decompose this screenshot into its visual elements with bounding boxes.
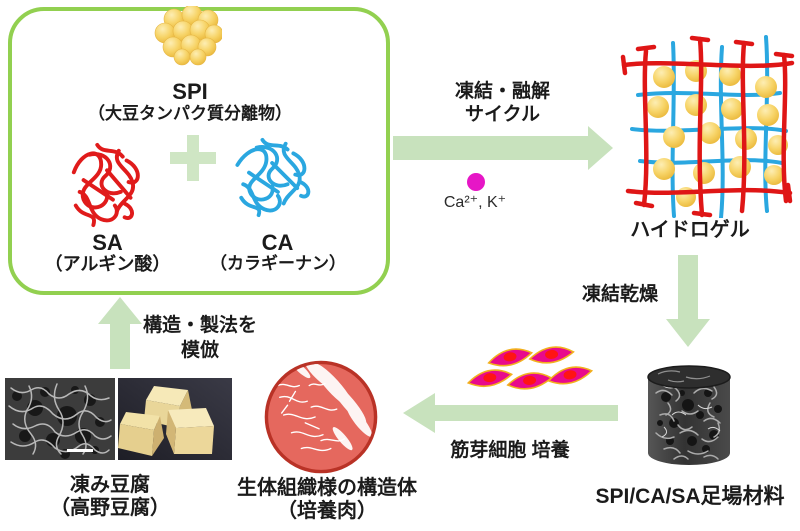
- petri-dish-icon: [264, 360, 378, 474]
- sa-label: SA: [92, 230, 123, 255]
- sa-network-icon: [71, 142, 140, 228]
- freeze-thaw-label-line2: サイクル: [464, 104, 541, 125]
- freeze-dry-label: 凍結乾燥: [581, 284, 658, 305]
- plus-icon: [170, 135, 216, 181]
- hydrogel-label: ハイドロゲル: [630, 219, 750, 241]
- tofu-cubes-image: [118, 378, 232, 460]
- scaffold-cylinder-image: [647, 365, 731, 465]
- ion-dot-icon: [467, 173, 485, 191]
- ions-label: Ca²⁺, K⁺: [443, 194, 507, 211]
- myoblast-culture-label: 筋芽細胞 培養: [450, 440, 570, 461]
- tissue-label-line1: 生体組織様の構造体: [237, 477, 417, 499]
- sem-image: [5, 378, 115, 460]
- freeze-thaw-label-line1: 凍結・融解: [454, 81, 550, 102]
- right-arrow-icon: [393, 126, 613, 170]
- tofu-label-line2: （高野豆腐）: [50, 497, 170, 519]
- mimic-label-line2: 模倣: [180, 340, 219, 361]
- myoblast-cells-icon: [466, 346, 594, 390]
- sa-description: （アルギン酸）: [44, 254, 171, 274]
- spi-description: （大豆タンパク質分離物）: [88, 104, 292, 123]
- hydrogel-network-icon: [620, 35, 795, 218]
- scaffold-label: SPI/CA/SA足場材料: [595, 485, 785, 508]
- mimic-label-line1: 構造・製法を: [142, 315, 257, 336]
- down-arrow-icon: [666, 255, 710, 347]
- ca-description: （カラギーナン）: [210, 254, 346, 273]
- spi-label: SPI: [172, 79, 208, 104]
- up-arrow-icon: [98, 297, 142, 369]
- tissue-label-line2: （培養肉）: [277, 500, 377, 522]
- ca-label: CA: [261, 230, 294, 255]
- ca-network-icon: [235, 137, 311, 218]
- left-arrow-icon: [403, 393, 618, 433]
- tofu-label-line1: 凍み豆腐: [70, 474, 150, 496]
- spi-spheres-icon: [154, 6, 222, 66]
